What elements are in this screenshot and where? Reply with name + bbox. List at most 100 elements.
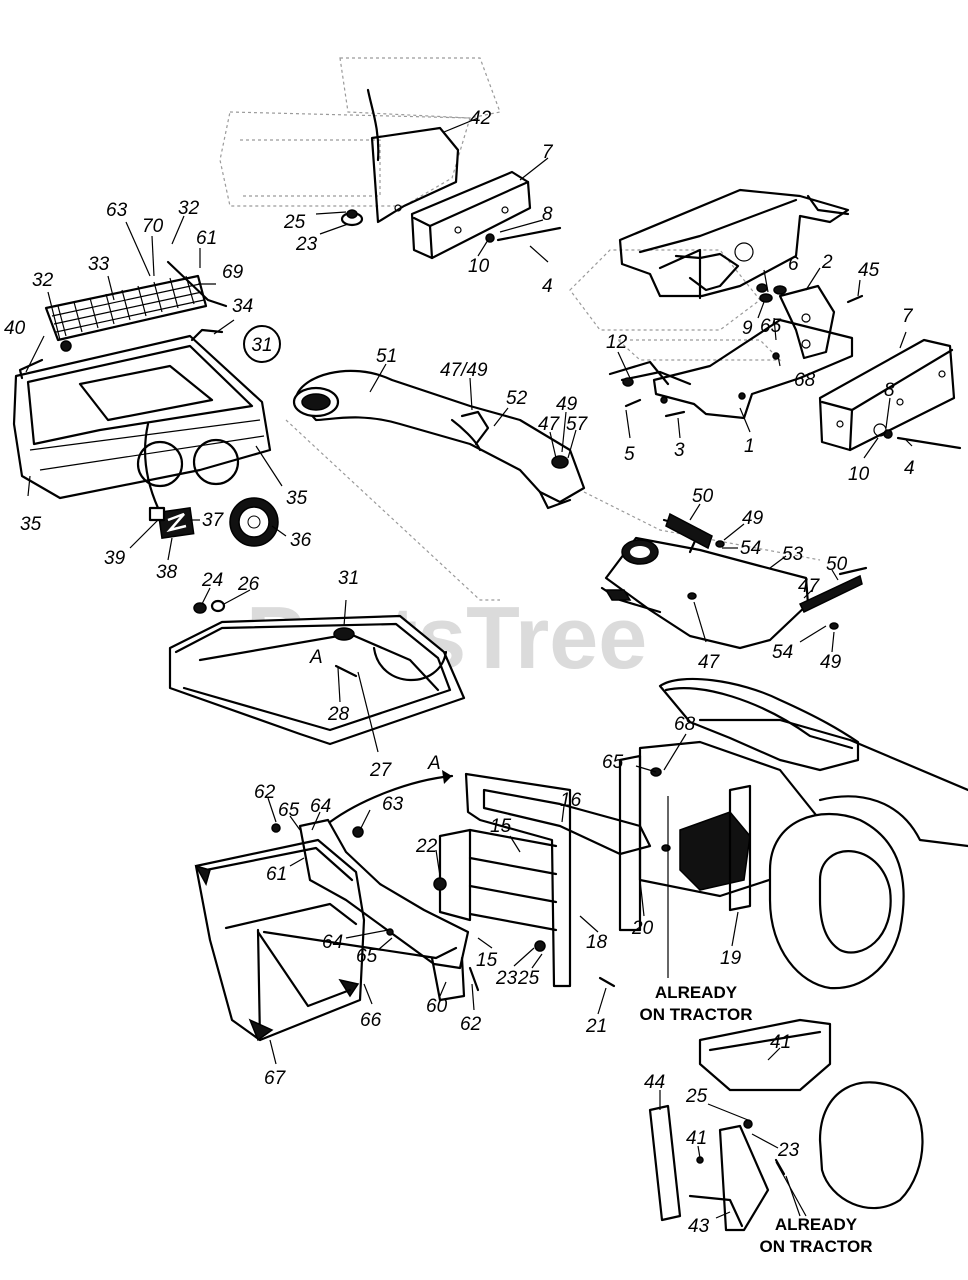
part-label: 43 [688,1216,710,1237]
part-label: 62 [254,782,276,803]
part-label: 7 [542,142,554,163]
bag-lid-31 [168,614,466,746]
grass-bag-67 [194,838,366,1042]
part-label: 61 [266,864,287,885]
detail-marker-a-frame: A [427,753,441,774]
part-label: 40 [4,318,26,339]
part-label: 19 [720,948,742,969]
leader-lines [25,117,913,1219]
part-label: 32 [32,270,54,291]
part-label: 21 [585,1016,607,1037]
part-label: 22 [415,836,438,857]
part-label: 57 [566,414,589,435]
part-label: 49 [556,394,578,415]
part-label: 64 [322,932,343,953]
part-label: 65 [356,946,378,967]
weight-7-right [818,338,962,452]
svg-text:ON TRACTOR: ON TRACTOR [639,1005,752,1024]
part-label: 10 [468,256,490,277]
part-label: 25 [685,1086,708,1107]
part-label: 66 [360,1010,382,1031]
latch-38 [148,506,195,539]
part-label: 23 [495,968,518,989]
svg-text:ALREADY: ALREADY [775,1215,858,1234]
callout-already-on-tractor-2: ALREADY ON TRACTOR [759,1215,872,1256]
part-label: 23 [777,1140,800,1161]
part-label: 49 [820,652,842,673]
part-label: 9 [742,318,753,339]
part-label: 68 [794,370,816,391]
part-label: 60 [426,996,448,1017]
tractor-bottom [648,1018,924,1232]
ghost-tractor-frame [569,249,782,361]
part-label: 39 [104,548,126,569]
part-label: 7 [902,306,914,327]
part-label: 62 [460,1014,482,1035]
part-label: 8 [542,204,553,225]
weight-7-top [410,170,562,260]
part-label: 10 [848,464,870,485]
part-label: 35 [286,488,308,509]
bracket-42 [366,88,460,224]
part-label: 64 [310,796,331,817]
nut-23 [340,209,364,227]
ghost-tractor-rear [219,57,501,207]
part-label: 63 [106,200,128,221]
part-label: 6 [788,254,799,275]
part-label: 47 [538,414,561,435]
chute-51-52 [285,369,821,601]
part-label: 47 [798,576,821,597]
part-label: 65 [760,316,782,337]
part-label: 4 [542,276,553,297]
part-label: 1 [744,436,755,457]
part-label: 54 [772,642,793,663]
circled-ref-31: 31 [243,325,281,363]
part-label: 52 [506,388,528,409]
tractor-rear [618,677,968,990]
part-label: 18 [586,932,608,953]
part-label: 34 [232,296,253,317]
part-label: 50 [826,554,848,575]
part-label: 27 [369,760,393,781]
part-label: 63 [382,794,404,815]
part-label: 16 [560,790,582,811]
part-label: 35 [20,514,42,535]
bolt-12 [620,370,692,418]
frame-bracket [608,188,864,420]
part-label: 51 [376,346,397,367]
part-label: 41 [686,1128,707,1149]
part-label: 49 [742,508,764,529]
part-label: 33 [88,254,110,275]
part-labels: 42 7 8 25 23 10 4 6 2 45 9 65 68 7 12 1 … [4,108,915,1237]
mount-brackets [256,770,480,1008]
part-label: 25 [283,212,306,233]
part-label: 45 [858,260,880,281]
part-label: 69 [222,262,244,283]
part-label: 20 [631,918,654,939]
part-label: 2 [821,252,833,273]
part-label: 41 [770,1032,791,1053]
part-label: 5 [624,444,635,465]
part-label: 15 [476,950,498,971]
part-label: 67 [264,1068,287,1089]
part-label: 4 [904,458,915,479]
part-label: 65 [278,800,300,821]
part-label: 15 [490,816,512,837]
part-label: 70 [142,216,164,237]
part-label: 3 [674,440,685,461]
part-label: 38 [156,562,178,583]
part-label: 54 [740,538,761,559]
part-label: 42 [470,108,492,129]
nuts-24-26 [193,599,226,614]
part-label: 65 [602,752,624,773]
svg-text:ALREADY: ALREADY [655,983,738,1002]
callout-already-on-tractor-1: ALREADY ON TRACTOR [639,983,752,1024]
part-label: 8 [884,380,895,401]
part-label: 31 [338,568,359,589]
part-label: 37 [202,510,225,531]
part-label: 24 [201,570,223,591]
bag-frame [12,260,272,510]
part-label: 61 [196,228,217,249]
mount-frame-15-18 [433,772,652,988]
